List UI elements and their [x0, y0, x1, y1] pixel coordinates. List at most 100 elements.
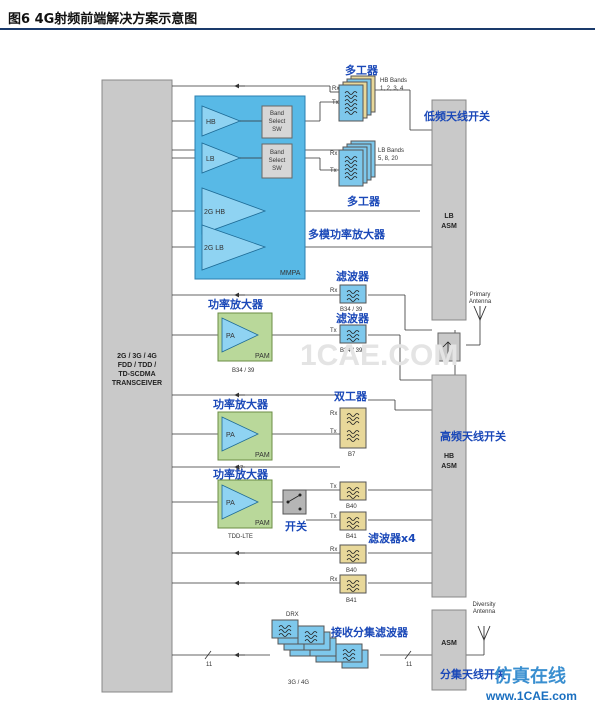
annotation-filter1: 滤波器 — [336, 269, 370, 283]
svg-text:Tx: Tx — [330, 514, 337, 520]
filter-b41-rx — [339, 574, 367, 594]
svg-text:1, 2, 3, 4: 1, 2, 3, 4 — [380, 86, 404, 92]
diversity-asm — [431, 609, 467, 691]
annotation-div-switch: 分集天线开关 — [440, 667, 506, 681]
watermark-url: www.1CAE.com — [485, 689, 577, 703]
svg-text:Tx: Tx — [330, 429, 337, 435]
annotation-duplexer-top: 多工器 — [345, 63, 379, 77]
svg-text:Tx: Tx — [330, 484, 337, 490]
transceiver-label-2: FDD / TDD / — [118, 362, 157, 369]
svg-text:ASM: ASM — [441, 223, 457, 230]
tdd-switch — [282, 489, 307, 515]
mmpa-hb-label: HB — [206, 119, 216, 126]
annotation-filter2: 滤波器 — [336, 311, 370, 325]
svg-text:HB Bands: HB Bands — [380, 78, 407, 84]
svg-text:3G / 4G: 3G / 4G — [288, 680, 309, 686]
annotation-pa2: 功率放大器 — [213, 397, 269, 411]
svg-text:DRX: DRX — [286, 612, 299, 618]
svg-text:Tx: Tx — [330, 168, 337, 174]
mmpa-lb-label: LB — [206, 156, 215, 163]
svg-text:Band: Band — [270, 150, 284, 156]
hb-multiplexer — [338, 75, 376, 122]
svg-text:PAM: PAM — [255, 520, 270, 527]
svg-text:Rx: Rx — [332, 86, 339, 92]
svg-text:HB: HB — [444, 453, 454, 460]
svg-text:Primary: Primary — [470, 292, 491, 298]
lb-multiplexer — [338, 140, 376, 187]
annotation-lb-switch: 低频天线开关 — [423, 109, 490, 123]
svg-text:Band: Band — [270, 111, 284, 117]
bus-width-left: 11 — [206, 662, 213, 668]
annotation-mmpa: 多模功率放大器 — [308, 227, 386, 241]
svg-text:B41: B41 — [346, 534, 357, 540]
svg-text:LB: LB — [444, 213, 453, 220]
primary-antenna-icon — [473, 305, 487, 322]
svg-text:Diversity: Diversity — [472, 602, 495, 608]
annotation-diplexer: 双工器 — [334, 390, 368, 403]
svg-text:Tx: Tx — [332, 100, 339, 106]
filter-b40-rx — [339, 544, 367, 564]
lb-band-select-switch — [261, 143, 293, 179]
svg-text:B7: B7 — [236, 466, 244, 472]
svg-text:PA: PA — [226, 500, 235, 507]
transceiver-label-1: 2G / 3G / 4G — [117, 353, 157, 360]
svg-text:B34 / 39: B34 / 39 — [340, 307, 363, 313]
bus-slashes — [204, 650, 412, 660]
svg-text:SW: SW — [272, 127, 282, 133]
svg-text:B40: B40 — [346, 568, 357, 574]
svg-text:Antenna: Antenna — [469, 299, 492, 305]
transceiver-block — [101, 79, 173, 693]
annotation-hb-switch: 高频天线开关 — [440, 429, 506, 443]
filter-b34-rx — [339, 284, 367, 304]
annotation-switch: 开关 — [285, 519, 307, 533]
mmpa-2g-hb-label: 2G HB — [204, 209, 225, 216]
title-rule — [0, 28, 595, 30]
svg-text:Rx: Rx — [330, 151, 337, 157]
svg-text:Rx: Rx — [330, 411, 337, 417]
svg-text:ASM: ASM — [441, 463, 457, 470]
svg-text:LB Bands: LB Bands — [378, 148, 404, 154]
svg-text:Select: Select — [269, 119, 286, 125]
svg-text:B34 / 39: B34 / 39 — [232, 368, 255, 374]
svg-text:PAM: PAM — [255, 353, 270, 360]
svg-text:ASM: ASM — [441, 640, 457, 647]
svg-text:B34 / 39: B34 / 39 — [340, 348, 363, 354]
svg-text:SW: SW — [272, 166, 282, 172]
bus-width-right: 11 — [406, 662, 413, 668]
transceiver-label-3: TD-SCDMA — [118, 371, 155, 378]
transceiver-label-4: TRANSCEIVER — [112, 380, 162, 387]
mmpa-label: MMPA — [280, 270, 301, 277]
svg-text:Tx: Tx — [330, 328, 337, 334]
watermark-logo: 1CAE.COM — [300, 339, 458, 372]
svg-text:Rx: Rx — [330, 577, 337, 583]
duplexer-b7 — [339, 407, 367, 449]
annotation-pa1: 功率放大器 — [208, 297, 264, 311]
svg-text:Antenna: Antenna — [473, 609, 496, 615]
watermark-site: 仿真在线 — [494, 665, 566, 687]
hb-asm — [431, 374, 467, 598]
svg-text:PAM: PAM — [255, 452, 270, 459]
svg-text:B41: B41 — [346, 598, 357, 604]
annotation-pa3: 功率放大器 — [213, 467, 269, 481]
drx-filter-stack — [271, 619, 369, 669]
svg-text:PA: PA — [226, 432, 235, 439]
svg-text:TDD-LTE: TDD-LTE — [228, 534, 253, 540]
annotation-rx-div-filter: 接收分集滤波器 — [331, 625, 409, 639]
svg-text:Select: Select — [269, 158, 286, 164]
hb-band-select-switch — [261, 105, 293, 139]
mmpa-2g-lb-label: 2G LB — [204, 245, 224, 252]
svg-text:Rx: Rx — [330, 288, 337, 294]
svg-text:PA: PA — [226, 333, 235, 340]
lb-asm — [431, 99, 467, 321]
figure-title: 图6 4G射频前端解决方案示意图 — [8, 12, 198, 27]
svg-text:B7: B7 — [348, 452, 356, 458]
svg-text:5, 8, 20: 5, 8, 20 — [378, 156, 399, 162]
annotation-filters-x4: 滤波器x4 — [368, 531, 416, 545]
mmpa-amplifiers — [201, 105, 267, 271]
diversity-antenna-icon — [477, 625, 491, 642]
antenna-diplexer — [437, 332, 461, 362]
filter-b34-tx — [339, 324, 367, 344]
annotation-duplexer-mid: 多工器 — [347, 194, 381, 208]
svg-text:Rx: Rx — [330, 547, 337, 553]
